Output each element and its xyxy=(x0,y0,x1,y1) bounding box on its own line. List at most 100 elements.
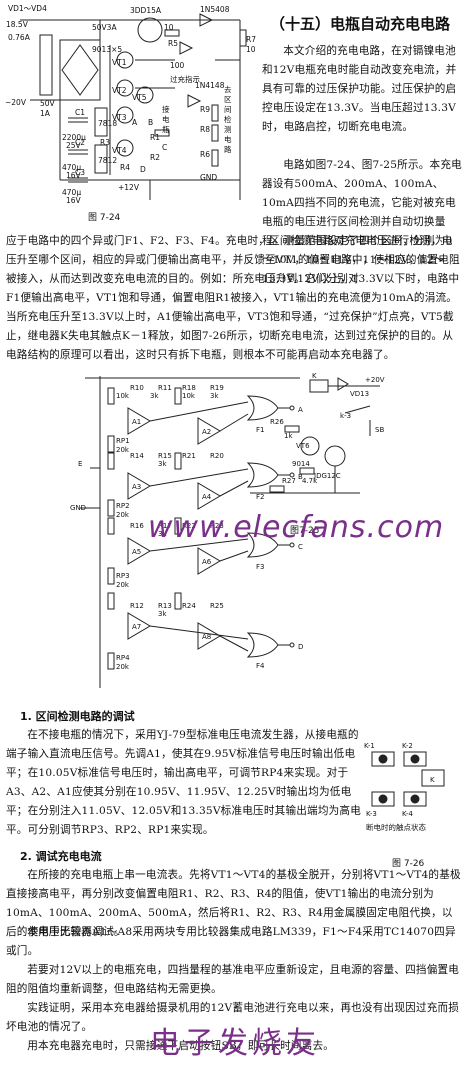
figure-7-24-circuit: VD1～VD4 18.5V 0.76A 50V 1A ~20V 2200μ 25… xyxy=(5,4,256,205)
svg-text:R27: R27 xyxy=(282,477,296,485)
svg-text:0.76A: 0.76A xyxy=(8,33,31,42)
svg-text:VT5: VT5 xyxy=(132,93,147,102)
svg-text:20k: 20k xyxy=(116,663,130,671)
svg-text:SB: SB xyxy=(375,426,384,434)
svg-text:R16: R16 xyxy=(130,522,144,530)
svg-text:瓶: 瓶 xyxy=(162,124,170,134)
svg-text:K: K xyxy=(312,372,317,380)
paragraph-description-right: 电路如图7-24、图7-25所示。本充电器设有500mA、200mA、100mA… xyxy=(262,159,462,285)
svg-text:20k: 20k xyxy=(116,446,130,454)
svg-text:A5: A5 xyxy=(132,548,141,556)
svg-text:B: B xyxy=(298,473,303,481)
svg-text:F3: F3 xyxy=(256,563,264,571)
svg-text:E: E xyxy=(78,460,82,468)
svg-text:50V3A: 50V3A xyxy=(92,23,117,32)
svg-text:测: 测 xyxy=(224,125,232,134)
svg-text:A3: A3 xyxy=(132,483,141,491)
section2-para-e: 用本充电器充电时，只需接通下启动按钮SB，即可长时间离去。 xyxy=(27,1040,335,1052)
section2-heading: 2. 调试充电电流 xyxy=(20,850,102,863)
svg-text:A4: A4 xyxy=(202,493,212,501)
fig26-state-caption: 断电时的触点状态 xyxy=(366,823,426,832)
section2-para-c: 若要对12V以上的电瓶充电，四挡量程的基准电平应重新设定，且电源的容量、四挡偏置… xyxy=(6,964,460,995)
svg-text:1N4148: 1N4148 xyxy=(195,81,225,90)
svg-text:A1: A1 xyxy=(132,418,141,426)
svg-text:接: 接 xyxy=(162,104,170,114)
fig24-caption: 图 7-24 xyxy=(88,213,121,223)
svg-text:K-3: K-3 xyxy=(366,810,377,818)
svg-text:A8: A8 xyxy=(202,633,211,641)
svg-text:B: B xyxy=(148,118,153,127)
svg-text:3k: 3k xyxy=(158,530,167,538)
section2-para-a: 在所接的充电电瓶上串一电流表。先将VT1～VT4的基极全脱开，分别将VT1～VT… xyxy=(6,869,461,938)
svg-text:A7: A7 xyxy=(132,623,141,631)
svg-text:VT3: VT3 xyxy=(112,113,127,122)
svg-text:VT2: VT2 xyxy=(112,86,127,95)
svg-text:区: 区 xyxy=(224,95,232,104)
svg-text:R5: R5 xyxy=(168,39,178,48)
svg-text:A: A xyxy=(132,118,138,127)
svg-text:R12: R12 xyxy=(130,602,144,610)
svg-text:RP1: RP1 xyxy=(116,437,130,445)
svg-text:R8: R8 xyxy=(200,125,210,134)
svg-text:3DD15A: 3DD15A xyxy=(130,6,162,15)
svg-text:R7: R7 xyxy=(246,35,256,44)
svg-text:过充指示: 过充指示 xyxy=(170,74,200,84)
svg-text:R14: R14 xyxy=(130,452,144,460)
svg-text:R9: R9 xyxy=(200,105,210,114)
svg-text:C: C xyxy=(298,543,303,551)
svg-text:470μ: 470μ xyxy=(62,163,81,172)
paragraph-description-full: 应于电路中的四个异或门F1、F2、F3、F4。充电时，区间检测电路对充电电压进行… xyxy=(6,235,460,361)
svg-text:K-2: K-2 xyxy=(402,742,413,750)
svg-text:R25: R25 xyxy=(210,602,224,610)
svg-text:7812: 7812 xyxy=(98,156,117,165)
paragraph-intro: 本文介绍的充电电路，在对镉镍电池和12V电瓶充电时能自动改变充电流，并具有可靠的… xyxy=(262,45,457,133)
svg-text:C1: C1 xyxy=(75,108,85,117)
fig25-caption: 图7-25 xyxy=(290,526,320,536)
svg-text:路: 路 xyxy=(224,144,232,154)
svg-text:R17: R17 xyxy=(158,522,172,530)
svg-text:GND: GND xyxy=(200,173,217,182)
svg-text:R18: R18 xyxy=(182,384,196,392)
svg-text:3k: 3k xyxy=(210,392,219,400)
svg-text:RP4: RP4 xyxy=(116,654,130,662)
svg-text:R4: R4 xyxy=(120,163,130,172)
svg-text:K: K xyxy=(430,776,435,784)
svg-text:A2: A2 xyxy=(202,428,211,436)
svg-text:K-1: K-1 xyxy=(364,742,375,750)
svg-text:20k: 20k xyxy=(116,511,130,519)
svg-text:GND: GND xyxy=(70,504,86,512)
section1-heading: 1. 区间检测电路的调试 xyxy=(20,710,135,723)
svg-text:VT6: VT6 xyxy=(296,442,310,450)
svg-text:RP2: RP2 xyxy=(116,502,130,510)
svg-text:R11: R11 xyxy=(158,384,172,392)
svg-text:R22: R22 xyxy=(182,522,196,530)
svg-text:F1: F1 xyxy=(256,426,264,434)
svg-text:检: 检 xyxy=(224,114,232,124)
svg-text:电: 电 xyxy=(224,134,232,144)
svg-text:F2: F2 xyxy=(256,493,264,501)
svg-text:R15: R15 xyxy=(158,452,172,460)
svg-text:16V: 16V xyxy=(66,196,82,205)
svg-text:1A: 1A xyxy=(40,109,51,118)
section2-para-d: 实践证明，采用本充电器给摄录机用的12V蓄电池进行充电以来，再也没有出现因过充而… xyxy=(6,1002,460,1033)
fig24-label: VD1～VD4 xyxy=(8,4,47,13)
svg-text:470μ: 470μ xyxy=(62,188,81,197)
svg-text:D: D xyxy=(140,165,146,174)
svg-text:4.7k: 4.7k xyxy=(302,477,318,485)
svg-text:18.5V: 18.5V xyxy=(6,20,29,29)
svg-text:1N5408: 1N5408 xyxy=(200,5,230,14)
svg-text:R1: R1 xyxy=(150,133,160,142)
svg-text:A6: A6 xyxy=(202,558,212,566)
watermark-domain: www.elecfans.com xyxy=(148,510,445,545)
svg-text:1k: 1k xyxy=(284,432,293,440)
svg-text:电: 电 xyxy=(162,114,170,124)
svg-text:R10: R10 xyxy=(130,384,144,392)
svg-text:C3: C3 xyxy=(75,168,85,177)
svg-text:F4: F4 xyxy=(256,662,265,670)
fig26-caption: 图 7-26 xyxy=(392,859,425,869)
svg-text:+20V: +20V xyxy=(365,376,385,384)
svg-text:9014: 9014 xyxy=(292,460,310,468)
svg-text:+12V: +12V xyxy=(118,183,140,192)
